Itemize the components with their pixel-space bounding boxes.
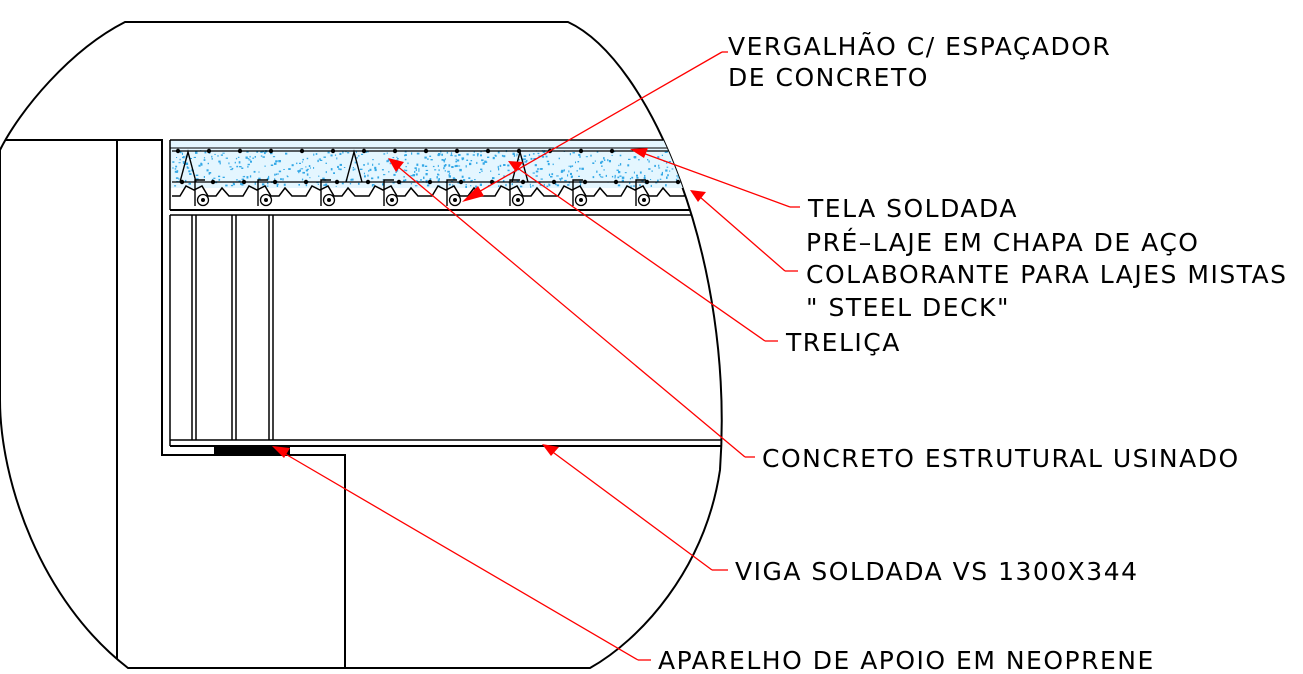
detail-boundary (0, 21, 723, 669)
label-trelica: TRELIÇA (785, 328, 901, 357)
label-steel-deck-line2: COLABORANTE PARA LAJES MISTAS (806, 260, 1288, 289)
leader-lines (272, 51, 791, 661)
annotations: VERGALHÃO C/ ESPAÇADOR DE CONCRETO TELA … (658, 31, 1288, 674)
label-steel-deck-line3: " STEEL DECK" (806, 293, 1010, 322)
steel-deck (172, 179, 722, 207)
label-steel-deck-line1: PRÉ–LAJE EM CHAPA DE AÇO (806, 228, 1199, 257)
support-column (0, 139, 346, 668)
label-aparelho: APARELHO DE APOIO EM NEOPRENE (658, 646, 1155, 674)
label-vergalhao-line1: VERGALHÃO C/ ESPAÇADOR (728, 31, 1111, 61)
label-viga: VIGA SOLDADA VS 1300X344 (735, 557, 1139, 586)
welded-beam (169, 209, 722, 447)
neoprene-bearing-pad (214, 447, 290, 454)
leader-tails (638, 51, 800, 661)
label-vergalhao-line2: DE CONCRETO (728, 63, 929, 92)
label-concreto: CONCRETO ESTRUTURAL USINADO (762, 444, 1240, 473)
label-tela-soldada: TELA SOLDADA (807, 194, 1018, 223)
